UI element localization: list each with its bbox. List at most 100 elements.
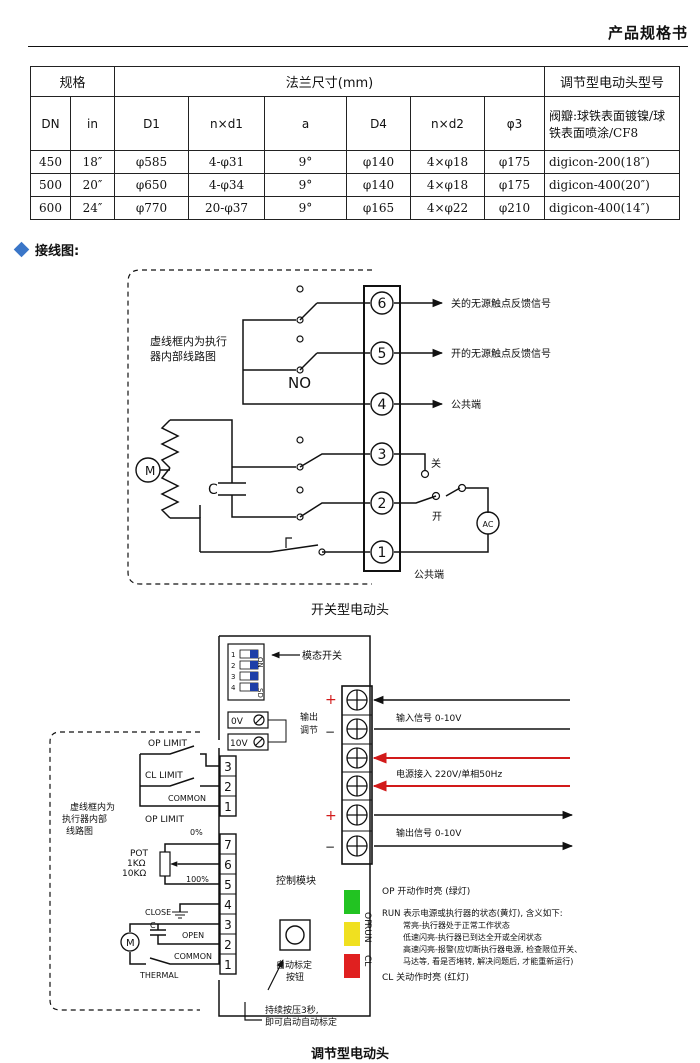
term-1: 1	[378, 545, 387, 561]
power-label: 电源接入 220V/单相50Hz	[396, 768, 502, 780]
termb-7: 7	[224, 838, 232, 852]
cell-in: 18″	[70, 150, 115, 174]
table-subheader-row: DN in D1 n×d1 a D4 n×d2 φ3 阀瓣:球铁表面镀镍/球铁表…	[30, 96, 680, 151]
op-limit2-label: OP LIMIT	[145, 815, 184, 825]
control-module-outline	[218, 635, 371, 1017]
open-label: 开	[432, 512, 442, 523]
mod-cap-label: C	[150, 921, 156, 930]
dip-n1: 1	[231, 651, 235, 659]
run-desc: RUN 表示电源或执行器的状态(黄灯), 含义如下:	[382, 908, 563, 919]
plus-out: +	[325, 808, 337, 824]
cap-label: C	[208, 482, 218, 498]
terma-3: 3	[224, 760, 232, 774]
ac-loop-wire	[394, 453, 426, 470]
ext-switch-blade	[394, 495, 437, 504]
t6-label: 关的无源触点反馈信号	[451, 297, 551, 310]
cell-d4: φ140	[346, 173, 411, 197]
op-limit-label: OP LIMIT	[148, 739, 187, 749]
minus-out: −	[325, 840, 335, 854]
cell-a: 9°	[264, 173, 347, 197]
termb-4: 4	[224, 898, 232, 912]
cell-nxd2: 4×φ18	[410, 173, 485, 197]
right-terminals	[346, 689, 368, 857]
dip-n3: 3	[231, 673, 235, 681]
onoff-labels: 虚线框内为执行 器内部线路图 M C NO 6 5 4 3 2 1 关的无源触点…	[145, 296, 551, 581]
led-run-icon	[344, 922, 360, 946]
th-dn: DN	[30, 96, 71, 151]
term-3: 3	[378, 447, 387, 463]
common-label-a: COMMON	[168, 794, 206, 803]
table-row: 450 18″ φ585 4-φ31 9° φ140 4×φ18 φ175 di…	[30, 150, 680, 174]
dip-n4: 4	[231, 684, 236, 692]
th-flange: 法兰尺寸(mm)	[114, 66, 545, 97]
close-label: 关	[431, 457, 441, 470]
terma-2: 2	[224, 780, 232, 794]
auto-btn-2: 按钮	[286, 971, 304, 983]
term-5: 5	[378, 346, 387, 362]
th-nxd2: n×d2	[410, 96, 485, 151]
output-signal: 输出信号 0-10V	[396, 827, 462, 839]
term-2: 2	[378, 496, 387, 512]
cl-limit-switch	[140, 777, 220, 787]
run-l3: 高速闪亮-报警(应切断执行器电源, 检查限位开关、	[403, 944, 582, 954]
termb-1: 1	[224, 958, 232, 972]
common-label: 公共端	[414, 568, 444, 581]
led-run-label: RUN	[362, 923, 372, 943]
out-adj-2: 调节	[300, 725, 318, 736]
open-cap	[150, 924, 220, 945]
hold-arrow	[244, 1002, 262, 1021]
open-label-m: OPEN	[182, 931, 204, 940]
button-arrow	[267, 959, 284, 991]
close-contact-dot	[420, 469, 430, 479]
op-limit-switch	[140, 745, 220, 767]
cell-d4: φ165	[346, 196, 411, 220]
pot-0v: 0V	[231, 717, 244, 727]
mod-motor-circle	[120, 932, 140, 952]
control-module-label: 控制模块	[276, 874, 316, 887]
open-wire	[129, 923, 220, 932]
cell-phi3: φ175	[484, 173, 545, 197]
table-header-row: 规格 法兰尺寸(mm) 调节型电动头型号	[30, 66, 680, 97]
cell-d1: φ770	[114, 196, 189, 220]
ac-label: AC	[483, 520, 494, 529]
cell-a: 9°	[264, 196, 347, 220]
cell-nxd2: 4×φ22	[410, 196, 485, 220]
ext-ac-wire	[445, 487, 461, 497]
switch-5-blade	[299, 352, 370, 371]
close-wire	[179, 903, 220, 912]
mod-note-1: 虚线框内为	[70, 801, 115, 813]
cell-d1: φ585	[114, 150, 189, 174]
onoff-internal-boundary	[127, 269, 372, 585]
input-signal: 输入信号 0-10V	[396, 712, 462, 724]
term-6: 6	[378, 296, 387, 312]
section-title: 接线图:	[35, 244, 80, 259]
cell-model: digicon-400(14″)	[544, 196, 680, 220]
run-l4: 马达等, 看是否堵转, 解决问题后, 才能重新运行)	[403, 956, 573, 966]
switch-6-blade	[299, 302, 370, 321]
th-model-note: 阀瓣:球铁表面镀镍/球铁表面喷涂/CF8	[544, 96, 680, 151]
pot-label: POT	[130, 849, 149, 859]
onoff-inner-note-1: 虚线框内为执行	[150, 334, 227, 348]
motor-winding	[160, 419, 180, 519]
terma-1: 1	[224, 800, 232, 814]
cell-dn: 500	[30, 173, 71, 197]
th-in: in	[70, 96, 115, 151]
thermal-label: THERMAL	[139, 971, 179, 980]
th-d4: D4	[346, 96, 411, 151]
led-indicators	[344, 890, 360, 978]
t5-label: 开的无源触点反馈信号	[451, 347, 551, 360]
no-common-wire	[242, 319, 370, 405]
termb-5: 5	[224, 878, 232, 892]
cell-dn: 450	[30, 150, 71, 174]
mod-note-3: 线路图	[66, 825, 93, 837]
dip-label: 模态开关	[302, 649, 342, 662]
document-title: 产品规格书	[607, 24, 688, 42]
th-d1: D1	[114, 96, 189, 151]
switch-3-blade	[299, 453, 370, 468]
modulating-internal-boundary	[49, 731, 200, 1011]
cl-limit-label: CL LIMIT	[145, 771, 183, 781]
term-4: 4	[378, 397, 387, 413]
dip-sd: SD	[256, 688, 264, 698]
pot-10v: 10V	[230, 739, 248, 749]
mod-note-2: 执行器内部	[62, 813, 107, 825]
